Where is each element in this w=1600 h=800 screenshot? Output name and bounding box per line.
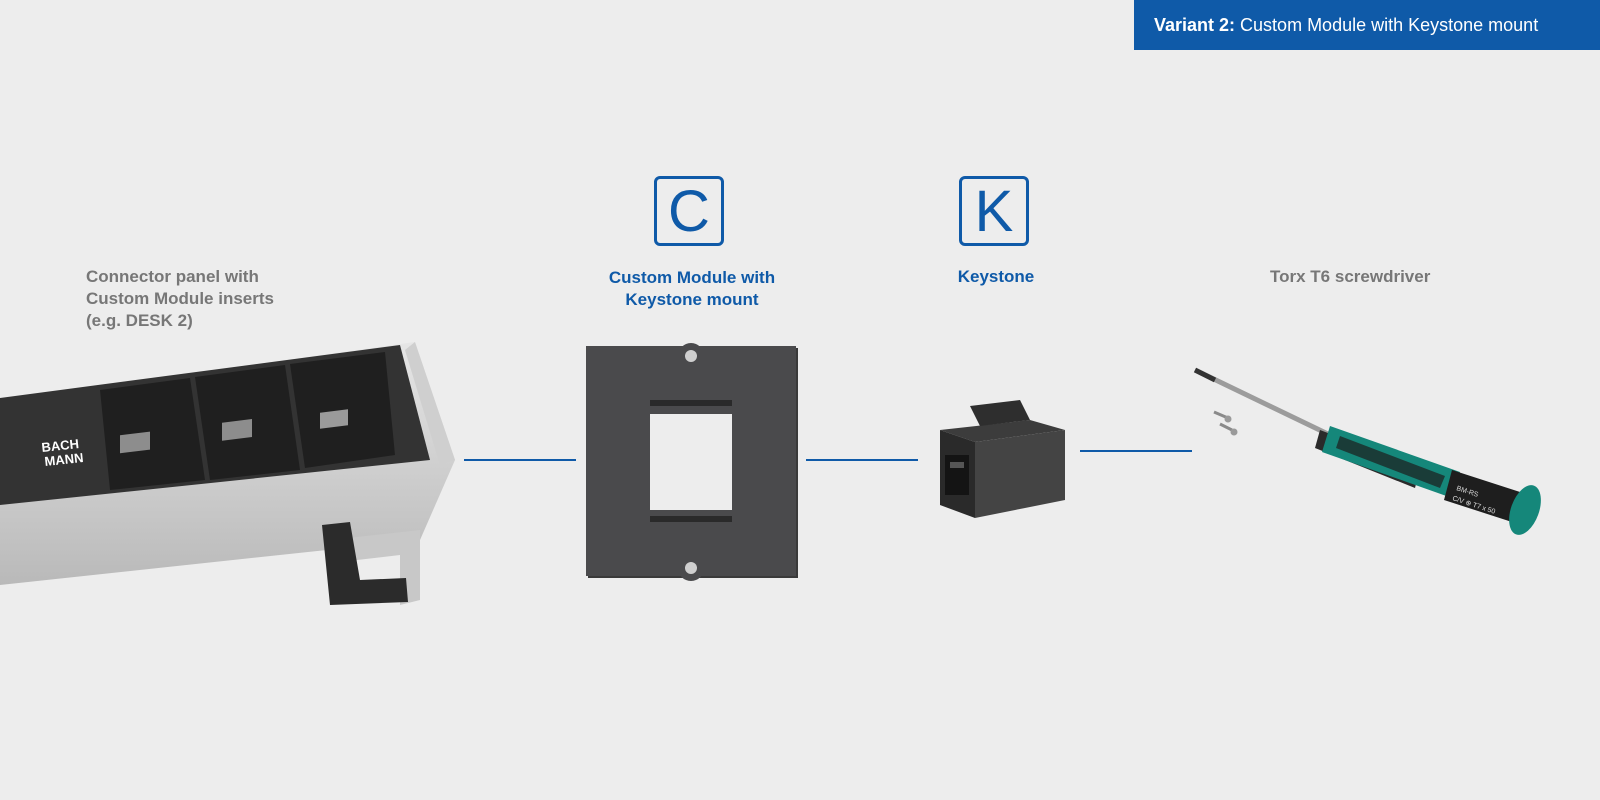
variant-number: Variant 2: <box>1154 14 1236 35</box>
connector-line-1 <box>464 459 576 461</box>
panel-logo-line1: BACH <box>41 436 80 455</box>
keystone-label: Keystone <box>957 267 1035 286</box>
variant-banner: Variant 2: Custom Module with Keystone m… <box>1134 0 1600 50</box>
custom-module-label: Custom Module with Keystone mount <box>608 268 776 309</box>
connector-line-3 <box>1080 450 1192 452</box>
screwdriver-image: BM-RS C/V ⊕ T7 x 50 <box>1193 367 1541 535</box>
variant-title: Custom Module with Keystone mount <box>1240 14 1539 35</box>
connector-panel-image: BACH MANN <box>0 342 455 605</box>
keystone-image <box>940 400 1065 518</box>
badge-c: C <box>654 176 724 246</box>
screwdriver-label: Torx T6 screwdriver <box>1270 267 1431 286</box>
badge-k: K <box>959 176 1029 246</box>
panel-logo-line2: MANN <box>44 450 84 469</box>
connector-panel-label: Connector panel with Custom Module inser… <box>86 267 274 330</box>
connector-line-2 <box>806 459 918 461</box>
custom-module-image <box>586 343 798 581</box>
